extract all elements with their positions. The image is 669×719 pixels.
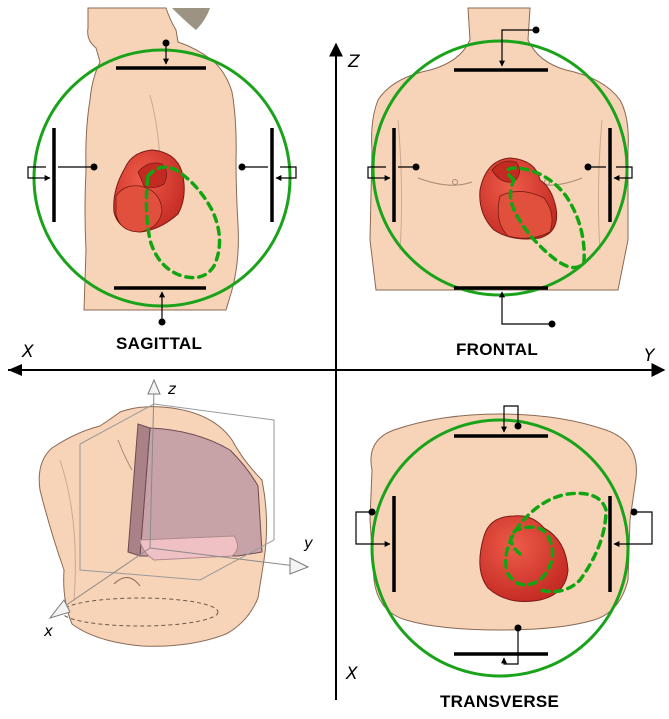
sagittal-label: SAGITTAL bbox=[116, 334, 203, 353]
x-axis-3d bbox=[61, 547, 151, 609]
z-axis-3d-arrow-icon bbox=[147, 378, 161, 395]
torso-3d-panel bbox=[38, 378, 310, 647]
section-plane-side bbox=[127, 423, 151, 557]
axis-z-3d-label: z bbox=[168, 380, 176, 398]
z-axis-3d bbox=[149, 387, 155, 549]
y-axis-3d bbox=[149, 547, 297, 567]
sagittal-hair-icon bbox=[172, 8, 210, 30]
frontal-panel bbox=[367, 7, 633, 328]
frontal-torso-icon bbox=[369, 7, 629, 291]
axis-x-bottom-label: X bbox=[346, 664, 358, 684]
transverse-panel bbox=[355, 405, 653, 678]
frontal-electrodes bbox=[367, 26, 633, 328]
sagittal-electrodes bbox=[27, 39, 297, 326]
axis-y-right-label: Y bbox=[644, 346, 655, 366]
transverse-vector-loop bbox=[504, 491, 608, 594]
section-plane-transverse bbox=[139, 535, 238, 561]
axis-x-3d-label: x bbox=[44, 622, 53, 640]
x-axis-left-arrow-icon bbox=[8, 364, 22, 376]
sagittal-vector-loop bbox=[144, 165, 222, 280]
transverse-heart-icon bbox=[479, 515, 569, 602]
left-nipple bbox=[452, 179, 458, 185]
main-axes bbox=[8, 42, 666, 700]
transverse-electrodes bbox=[355, 405, 653, 665]
section-plane-sagittal bbox=[139, 427, 263, 557]
axis-x-left-label: X bbox=[22, 342, 34, 362]
sagittal-panel bbox=[27, 7, 297, 326]
x-axis-3d-arrow-icon bbox=[48, 599, 71, 619]
transverse-label: TRANSVERSE bbox=[440, 692, 560, 711]
frontal-label: FRONTAL bbox=[456, 340, 539, 359]
axis-z-top-label: Z bbox=[348, 52, 360, 72]
y-axis-3d-arrow-icon bbox=[289, 557, 310, 575]
axis-y-3d-label: y bbox=[304, 534, 313, 552]
transverse-lead-circle bbox=[370, 418, 630, 678]
